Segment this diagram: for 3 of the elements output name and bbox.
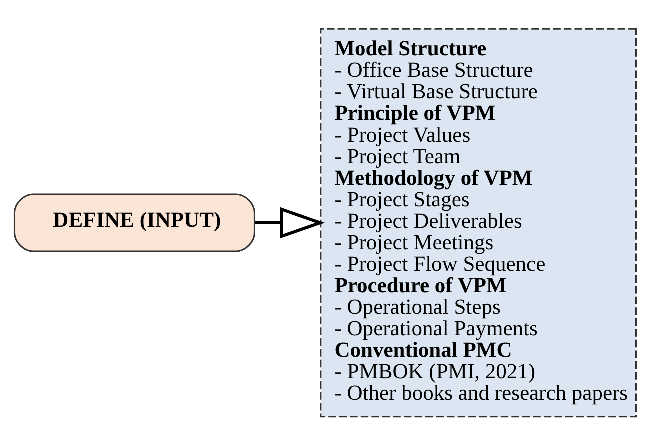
- node-box: Model Structure - Office Base Structure - Virtual Base Structure Principle of VPM - Project Values - Project Team Methodology of VPM - Project Stages - Project Deliverables - Project Meetings - Project Flow Sequence Procedure of VPM - Operational Steps - Operational Payments Conventional PMC - PMBOK (PMI, 2021) - Other books and research papers: [320, 28, 638, 418]
- node-box: DEFINE (INPUT): [14, 193, 256, 252]
- arrow: [254, 206, 326, 238]
